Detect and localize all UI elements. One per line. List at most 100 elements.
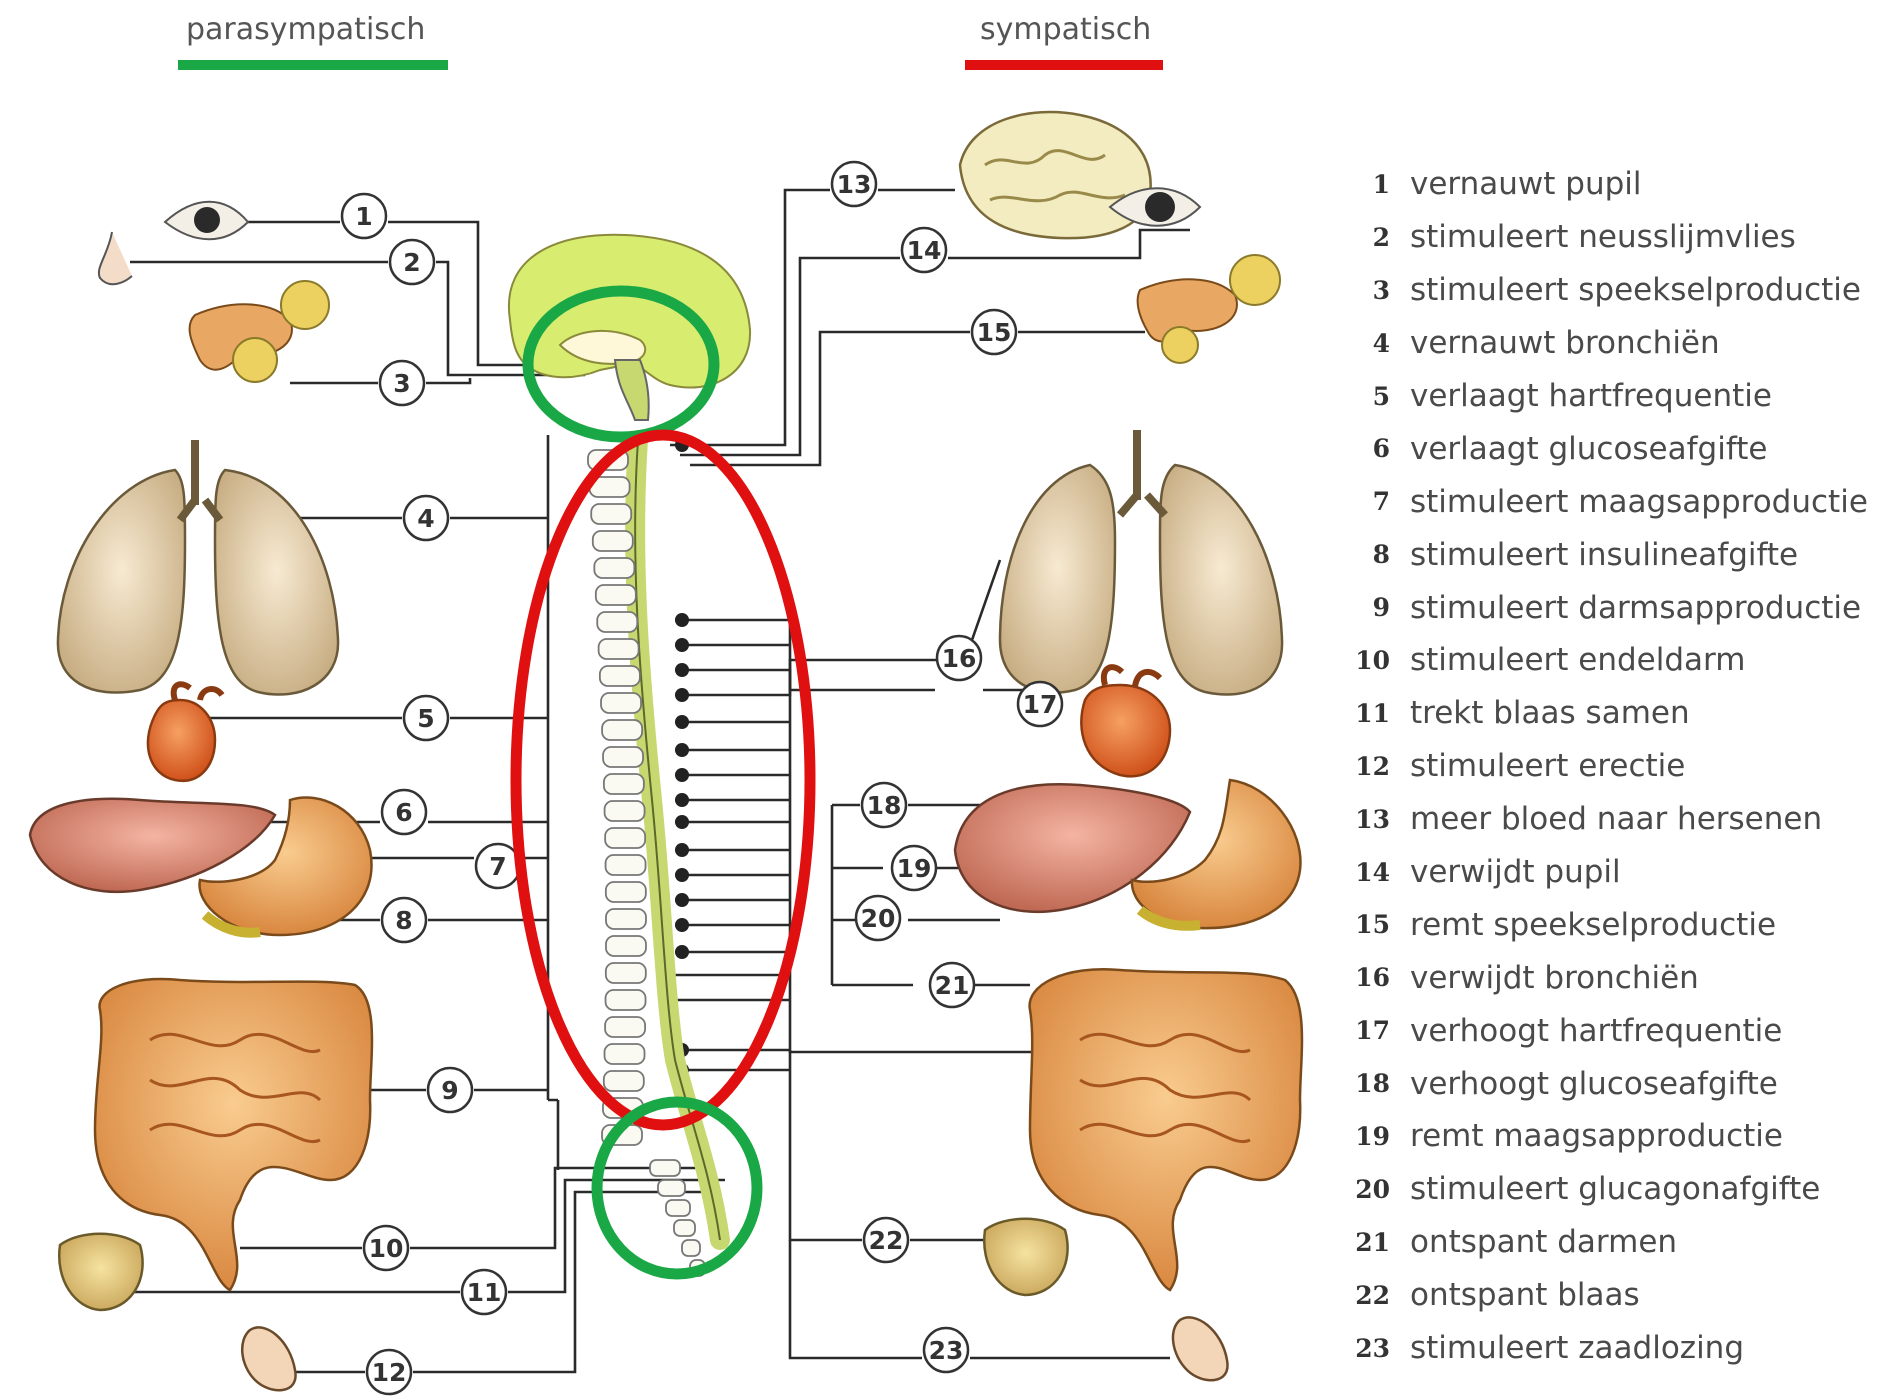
svg-text:10: 10 [369, 1234, 404, 1263]
legend-item-text: stimuleert neusslijmvlies [1410, 219, 1796, 255]
legend-item-text: verlaagt glucoseafgifte [1410, 431, 1767, 467]
svg-text:4: 4 [417, 504, 434, 533]
legend-list: 1 vernauwt pupil 2stimuleert neusslijmvlie… [1345, 158, 1875, 1374]
vertebra [605, 1017, 645, 1037]
badge-17: 17 [1018, 682, 1062, 726]
svg-text:5: 5 [417, 704, 434, 733]
legend-item-text: vernauwt bronchiën [1410, 325, 1720, 361]
svg-text:18: 18 [867, 791, 902, 820]
legend-item: 2stimuleert neusslijmvlies [1345, 211, 1875, 264]
legend-item-text: stimuleert maagsapproductie [1410, 484, 1868, 520]
legend-item: 20 stimuleert glucagonafgifte [1345, 1163, 1875, 1216]
left-genitals [242, 1327, 295, 1390]
badge-1: 1 [342, 194, 386, 238]
badge-4: 4 [404, 496, 448, 540]
left-lungs [58, 440, 338, 695]
badge-2: 2 [390, 240, 434, 284]
legend-item-text: stimuleert insulineafgifte [1410, 537, 1798, 573]
legend-item-text: stimuleert darmsapproductie [1410, 590, 1861, 626]
legend-item-text: stimuleert glucagonafgifte [1410, 1171, 1820, 1207]
legend-item-number: 8 [1345, 540, 1390, 569]
sacral-vertebra [682, 1240, 700, 1256]
svg-text:12: 12 [372, 1358, 407, 1387]
left-eye [165, 202, 248, 240]
vertebra [596, 585, 636, 605]
legend-item-number: 1 [1345, 170, 1390, 199]
badge-21: 21 [930, 963, 974, 1007]
legend-item-text: verwijdt bronchiën [1410, 960, 1699, 996]
badge-23: 23 [924, 1328, 968, 1372]
legend-item-number: 16 [1345, 963, 1390, 992]
svg-text:13: 13 [837, 170, 872, 199]
badge-8: 8 [382, 898, 426, 942]
legend-item-text: verwijdt pupil [1410, 854, 1621, 890]
legend-item-text: stimuleert erectie [1410, 748, 1685, 784]
sacral-vertebra [666, 1200, 690, 1216]
legend-item-number: 6 [1345, 434, 1390, 463]
badge-3: 3 [380, 361, 424, 405]
badge-9: 9 [428, 1068, 472, 1112]
legend-item-number: 15 [1345, 910, 1390, 939]
svg-text:8: 8 [395, 906, 412, 935]
right-brain [960, 112, 1151, 238]
svg-text:20: 20 [861, 904, 896, 933]
legend-item-text: verhoogt hartfrequentie [1410, 1013, 1782, 1049]
svg-text:16: 16 [942, 644, 977, 673]
legend-item-number: 9 [1345, 593, 1390, 622]
badge-5: 5 [404, 696, 448, 740]
legend-item-number: 5 [1345, 382, 1390, 411]
legend-item-text: verhoogt glucoseafgifte [1410, 1066, 1778, 1102]
badge-11: 11 [462, 1270, 506, 1314]
left-bladder [59, 1234, 142, 1310]
legend-item: 6 verlaagt glucoseafgifte [1345, 422, 1875, 475]
legend-item: 4 vernauwt bronchiën [1345, 317, 1875, 370]
legend-item: 3stimuleert speekselproductie [1345, 264, 1875, 317]
badge-22: 22 [864, 1218, 908, 1262]
svg-text:11: 11 [467, 1278, 502, 1307]
legend-item-number: 18 [1345, 1069, 1390, 1098]
legend-item-text: stimuleert speekselproductie [1410, 272, 1861, 308]
legend-item-text: vernauwt pupil [1410, 166, 1642, 202]
legend-item-number: 17 [1345, 1016, 1390, 1045]
right-salivary-gland [1138, 255, 1280, 363]
legend-item-text: stimuleert zaadlozing [1410, 1330, 1744, 1366]
right-lungs [1000, 430, 1282, 695]
badge-19: 19 [892, 846, 936, 890]
vertebra [606, 882, 646, 902]
vertebra [597, 612, 637, 632]
legend-item: 14verwijdt pupil [1345, 846, 1875, 899]
legend-item-text: remt speekselproductie [1410, 907, 1776, 943]
svg-text:15: 15 [977, 318, 1012, 347]
legend-item: 9 stimuleert darmsapproductie [1345, 581, 1875, 634]
badge-6: 6 [382, 790, 426, 834]
legend-item: 15 remt speekselproductie [1345, 898, 1875, 951]
legend-item-number: 4 [1345, 329, 1390, 358]
vertebra [603, 747, 643, 767]
svg-text:22: 22 [869, 1226, 904, 1255]
legend-item-text: stimuleert endeldarm [1410, 642, 1745, 678]
vertebra [606, 936, 646, 956]
badge-12: 12 [367, 1350, 411, 1394]
legend-item-text: ontspant darmen [1410, 1224, 1677, 1260]
badge-14: 14 [902, 228, 946, 272]
legend-item-text: ontspant blaas [1410, 1277, 1640, 1313]
svg-text:1: 1 [355, 202, 372, 231]
legend-item-number: 21 [1345, 1228, 1390, 1257]
legend-item-number: 11 [1345, 699, 1390, 728]
right-heart [1081, 667, 1170, 776]
vertebra [594, 558, 634, 578]
svg-text:9: 9 [441, 1076, 458, 1105]
right-genitals [1173, 1317, 1228, 1380]
legend-item: 21 ontspant darmen [1345, 1216, 1875, 1269]
legend-item-number: 20 [1345, 1175, 1390, 1204]
badge-13: 13 [832, 162, 876, 206]
svg-text:17: 17 [1023, 690, 1058, 719]
sacral-vertebra [650, 1160, 680, 1176]
legend-item-text: trekt blaas samen [1410, 695, 1690, 731]
vertebra [606, 963, 646, 983]
left-nose [99, 232, 132, 284]
